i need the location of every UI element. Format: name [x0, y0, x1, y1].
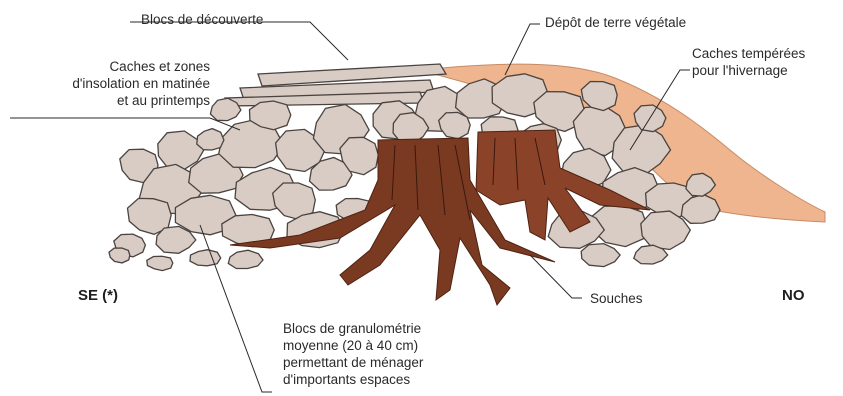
stone-block — [581, 244, 620, 267]
stone-block — [109, 248, 130, 263]
label-caches-temperees-line2: pour l'hivernage — [692, 62, 805, 79]
stone-block — [439, 112, 471, 138]
label-caches-temperees: Caches tempérées pour l'hivernage — [692, 45, 805, 79]
stone-block — [190, 250, 221, 266]
label-blocs-granulometrie: Blocs de granulométrie moyenne (20 à 40 … — [283, 320, 423, 388]
label-souches: Souches — [590, 290, 643, 307]
label-caches-zones-line1: Caches et zones — [72, 58, 210, 75]
label-caches-zones-line3: et au printemps — [72, 92, 210, 109]
label-depot-terre: Dépôt de terre végétale — [545, 14, 686, 31]
label-blocs-granulo-line2: moyenne (20 à 40 cm) — [283, 337, 423, 354]
stone-block — [197, 129, 224, 150]
cover-slabs — [225, 64, 446, 106]
label-blocs-granulo-line4: d'importants espaces — [283, 371, 423, 388]
label-orientation-no: NO — [782, 287, 805, 304]
label-caches-zones-line2: d'insolation en matinée — [72, 75, 210, 92]
stone-block — [147, 256, 173, 270]
label-caches-temperees-line1: Caches tempérées — [692, 45, 805, 62]
label-blocs-granulo-line1: Blocs de granulométrie — [283, 320, 423, 337]
label-caches-zones: Caches et zones d'insolation en matinée … — [72, 58, 210, 109]
label-blocs-granulo-line3: permettant de ménager — [283, 354, 423, 371]
label-orientation-se: SE (*) — [78, 287, 118, 304]
stone-block — [228, 250, 263, 268]
label-blocs-decouverte: Blocs de découverte — [141, 11, 263, 28]
